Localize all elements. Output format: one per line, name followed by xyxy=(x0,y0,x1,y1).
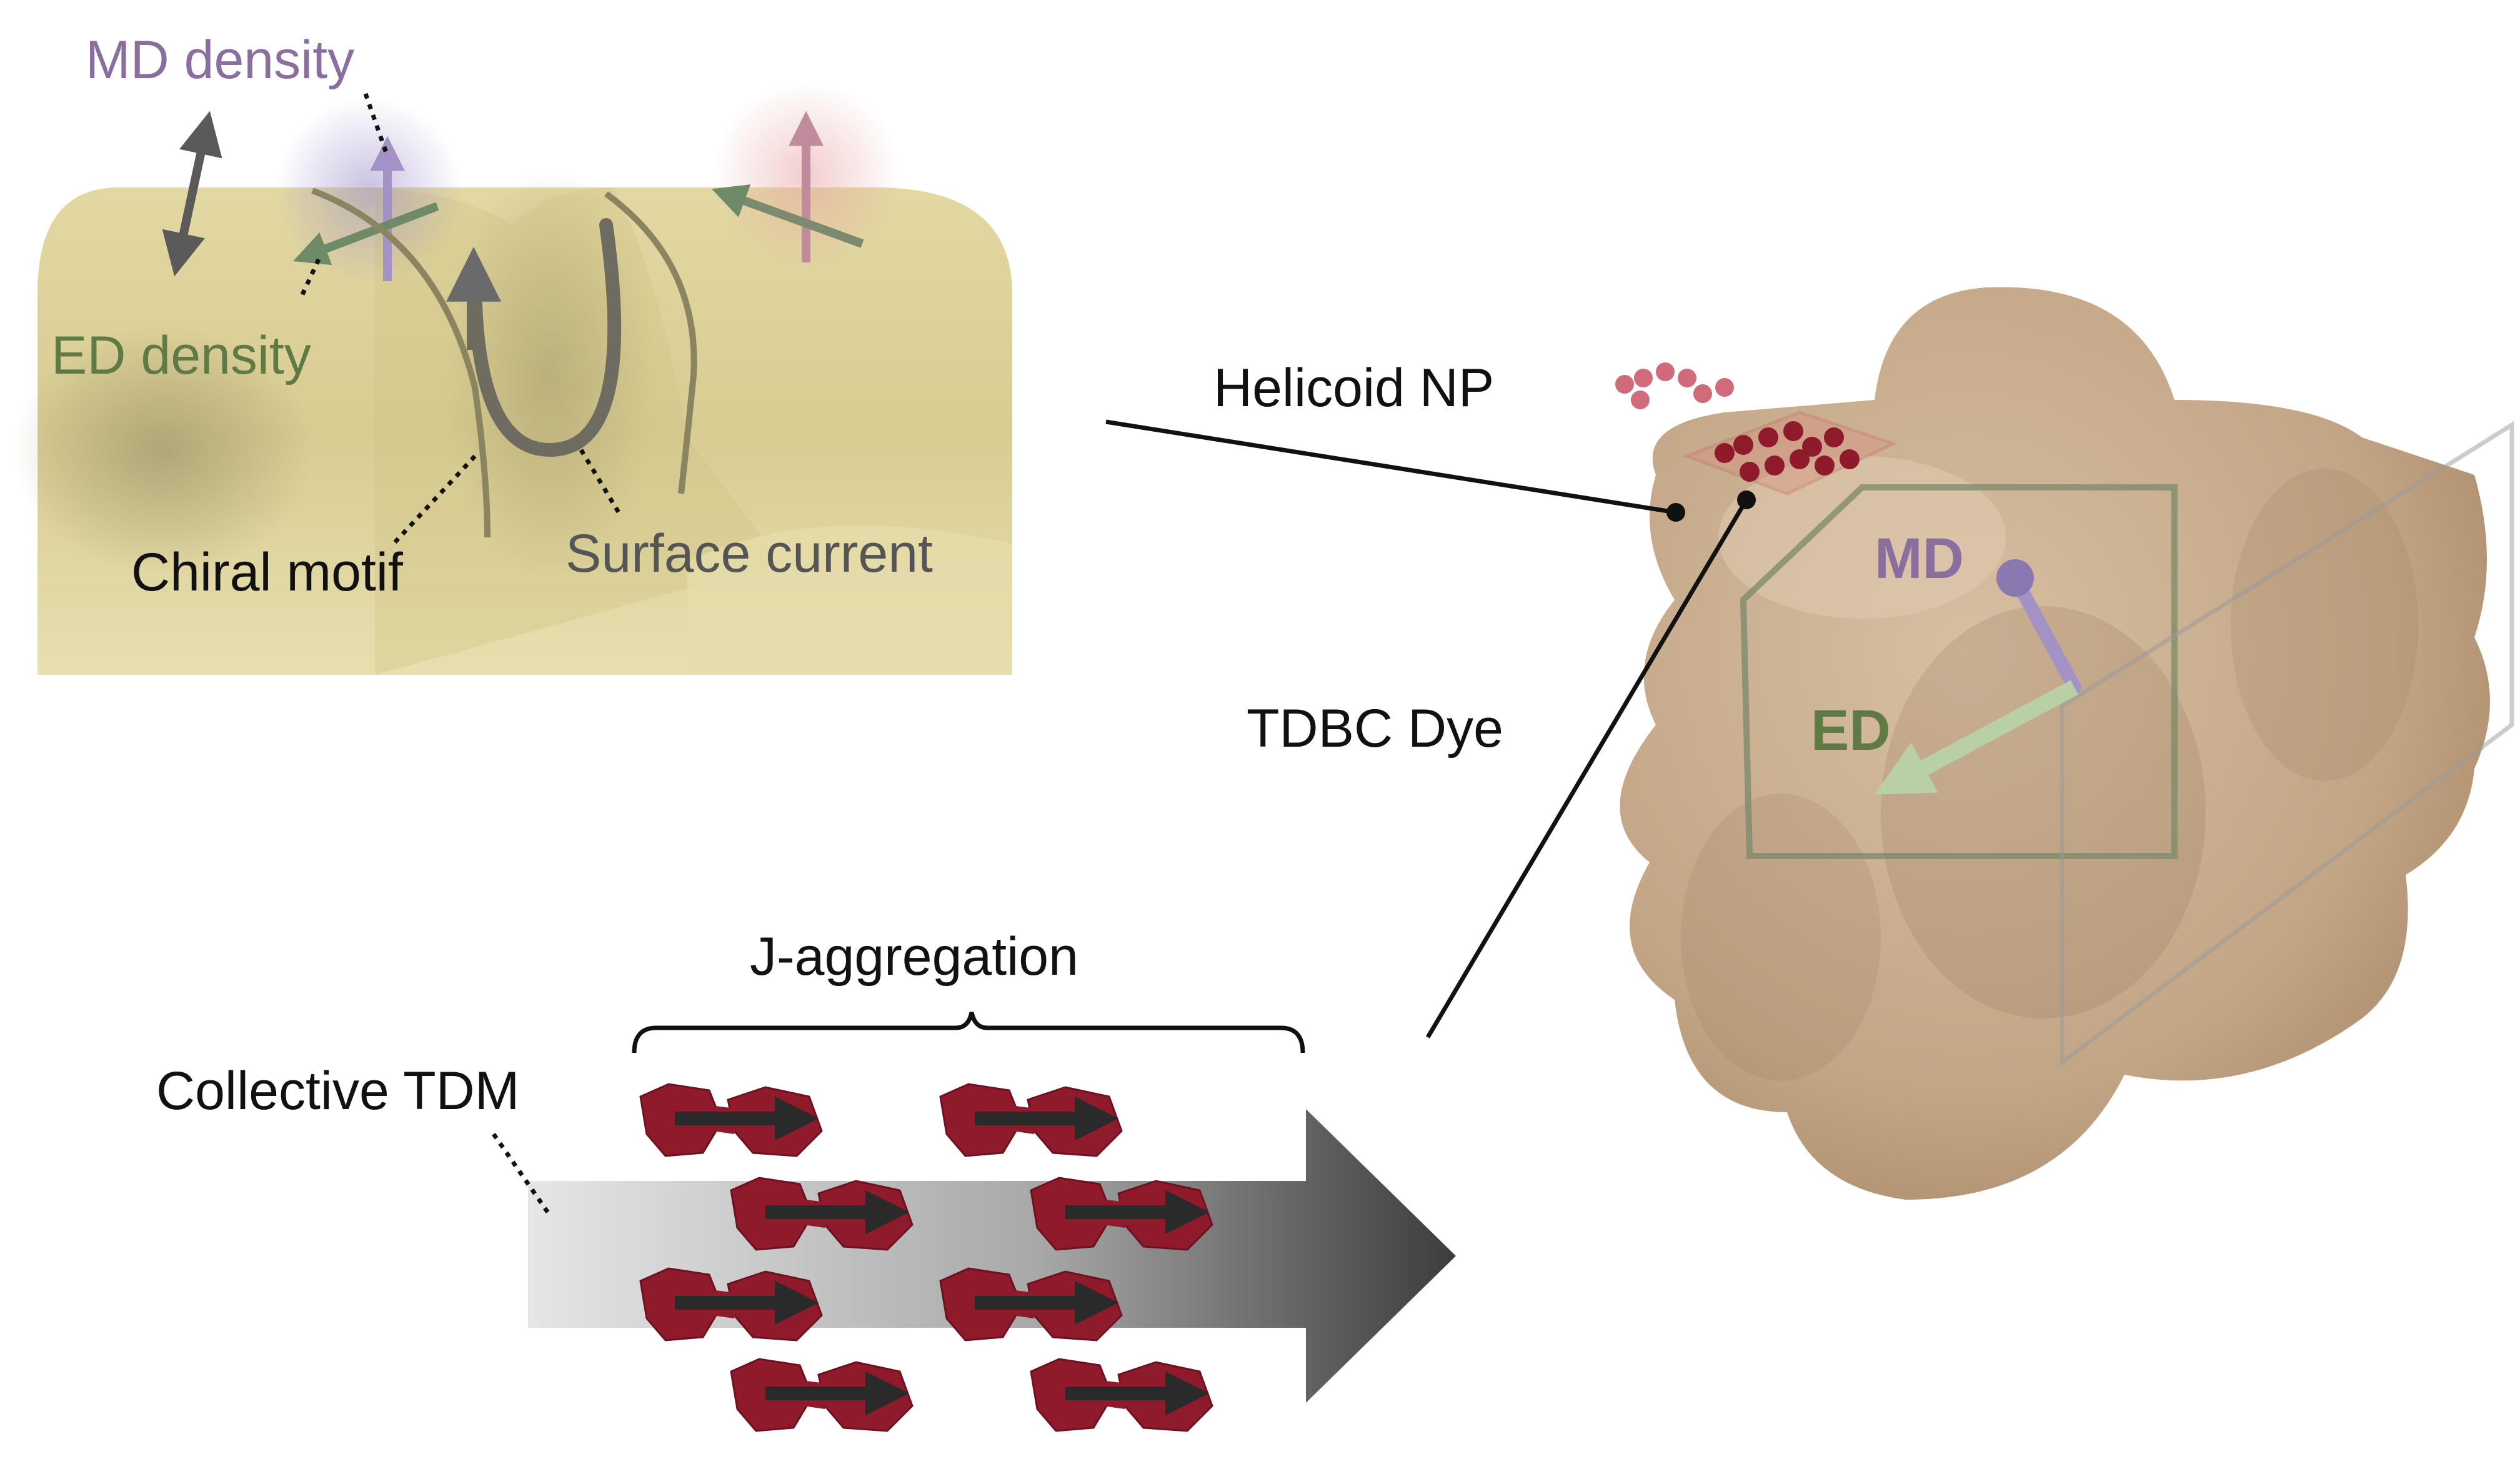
surface-current-leader xyxy=(579,449,621,514)
chiral-motif-curve xyxy=(468,218,622,457)
helicoid-np-label: Helicoid NP xyxy=(1213,358,1494,418)
tdbc-dye-connector xyxy=(1425,499,1749,1038)
ed-dipole-arrow-left xyxy=(293,202,439,266)
ed-plane xyxy=(1740,484,2178,859)
helicoid-highlight xyxy=(1718,456,2006,619)
dye-cluster-floating xyxy=(1615,362,1734,409)
j-aggregation-brace xyxy=(632,1012,1305,1053)
md-vector-head xyxy=(1996,559,2034,597)
chiral-motif-leader xyxy=(392,454,477,545)
j-aggregation: J-aggregation Collective TDM xyxy=(156,927,1456,1431)
ed-vector xyxy=(1874,680,2079,795)
helicoid-np-connector xyxy=(1105,419,1676,515)
density-double-arrow xyxy=(162,111,222,277)
tdbc-dye-label: TDBC Dye xyxy=(1247,699,1503,759)
md-plane xyxy=(2059,421,2514,1067)
collective-tdm-label: Collective TDM xyxy=(156,1061,519,1121)
chiral-motif-label: Chiral motif xyxy=(131,542,404,602)
dye-cluster xyxy=(1715,421,1860,482)
helicoid-nanoparticle: MD ED xyxy=(1615,287,2514,1200)
surface-closeup: MD density ED density Chiral motif Surfa… xyxy=(12,30,1012,675)
md-density-label: MD density xyxy=(86,30,354,90)
lower-wave xyxy=(687,525,1012,675)
collective-tdm-leader xyxy=(492,1133,552,1217)
dye-molecule-8 xyxy=(1031,1359,1212,1431)
dye-molecule-2 xyxy=(940,1084,1122,1156)
helicoid-lobe-shadow-2 xyxy=(1681,794,1881,1081)
surface-shadow xyxy=(12,325,312,575)
ed-density-label: ED density xyxy=(51,326,311,386)
j-aggregation-label: J-aggregation xyxy=(750,927,1078,987)
helicoid-lobe-shadow-3 xyxy=(2231,469,2418,781)
md-vector xyxy=(2008,571,2081,694)
md-label: MD xyxy=(1875,527,1964,590)
surface-current-curve-left xyxy=(311,187,491,538)
helicoid-lobe-shadow-1 xyxy=(1881,606,2206,1018)
surface-current-label: Surface current xyxy=(565,524,933,584)
helicoid-np-dot xyxy=(1666,503,1685,522)
dye-molecule-1 xyxy=(640,1084,822,1156)
ed-density-leader xyxy=(297,258,321,301)
surface-current-curve-right xyxy=(604,191,697,494)
md-glow xyxy=(275,97,462,284)
ed-dipole-arrow-right xyxy=(711,184,864,248)
ed-label: ED xyxy=(1811,699,1891,762)
tdbc-dye-dot xyxy=(1737,491,1756,509)
dye-molecule-7 xyxy=(731,1359,912,1431)
